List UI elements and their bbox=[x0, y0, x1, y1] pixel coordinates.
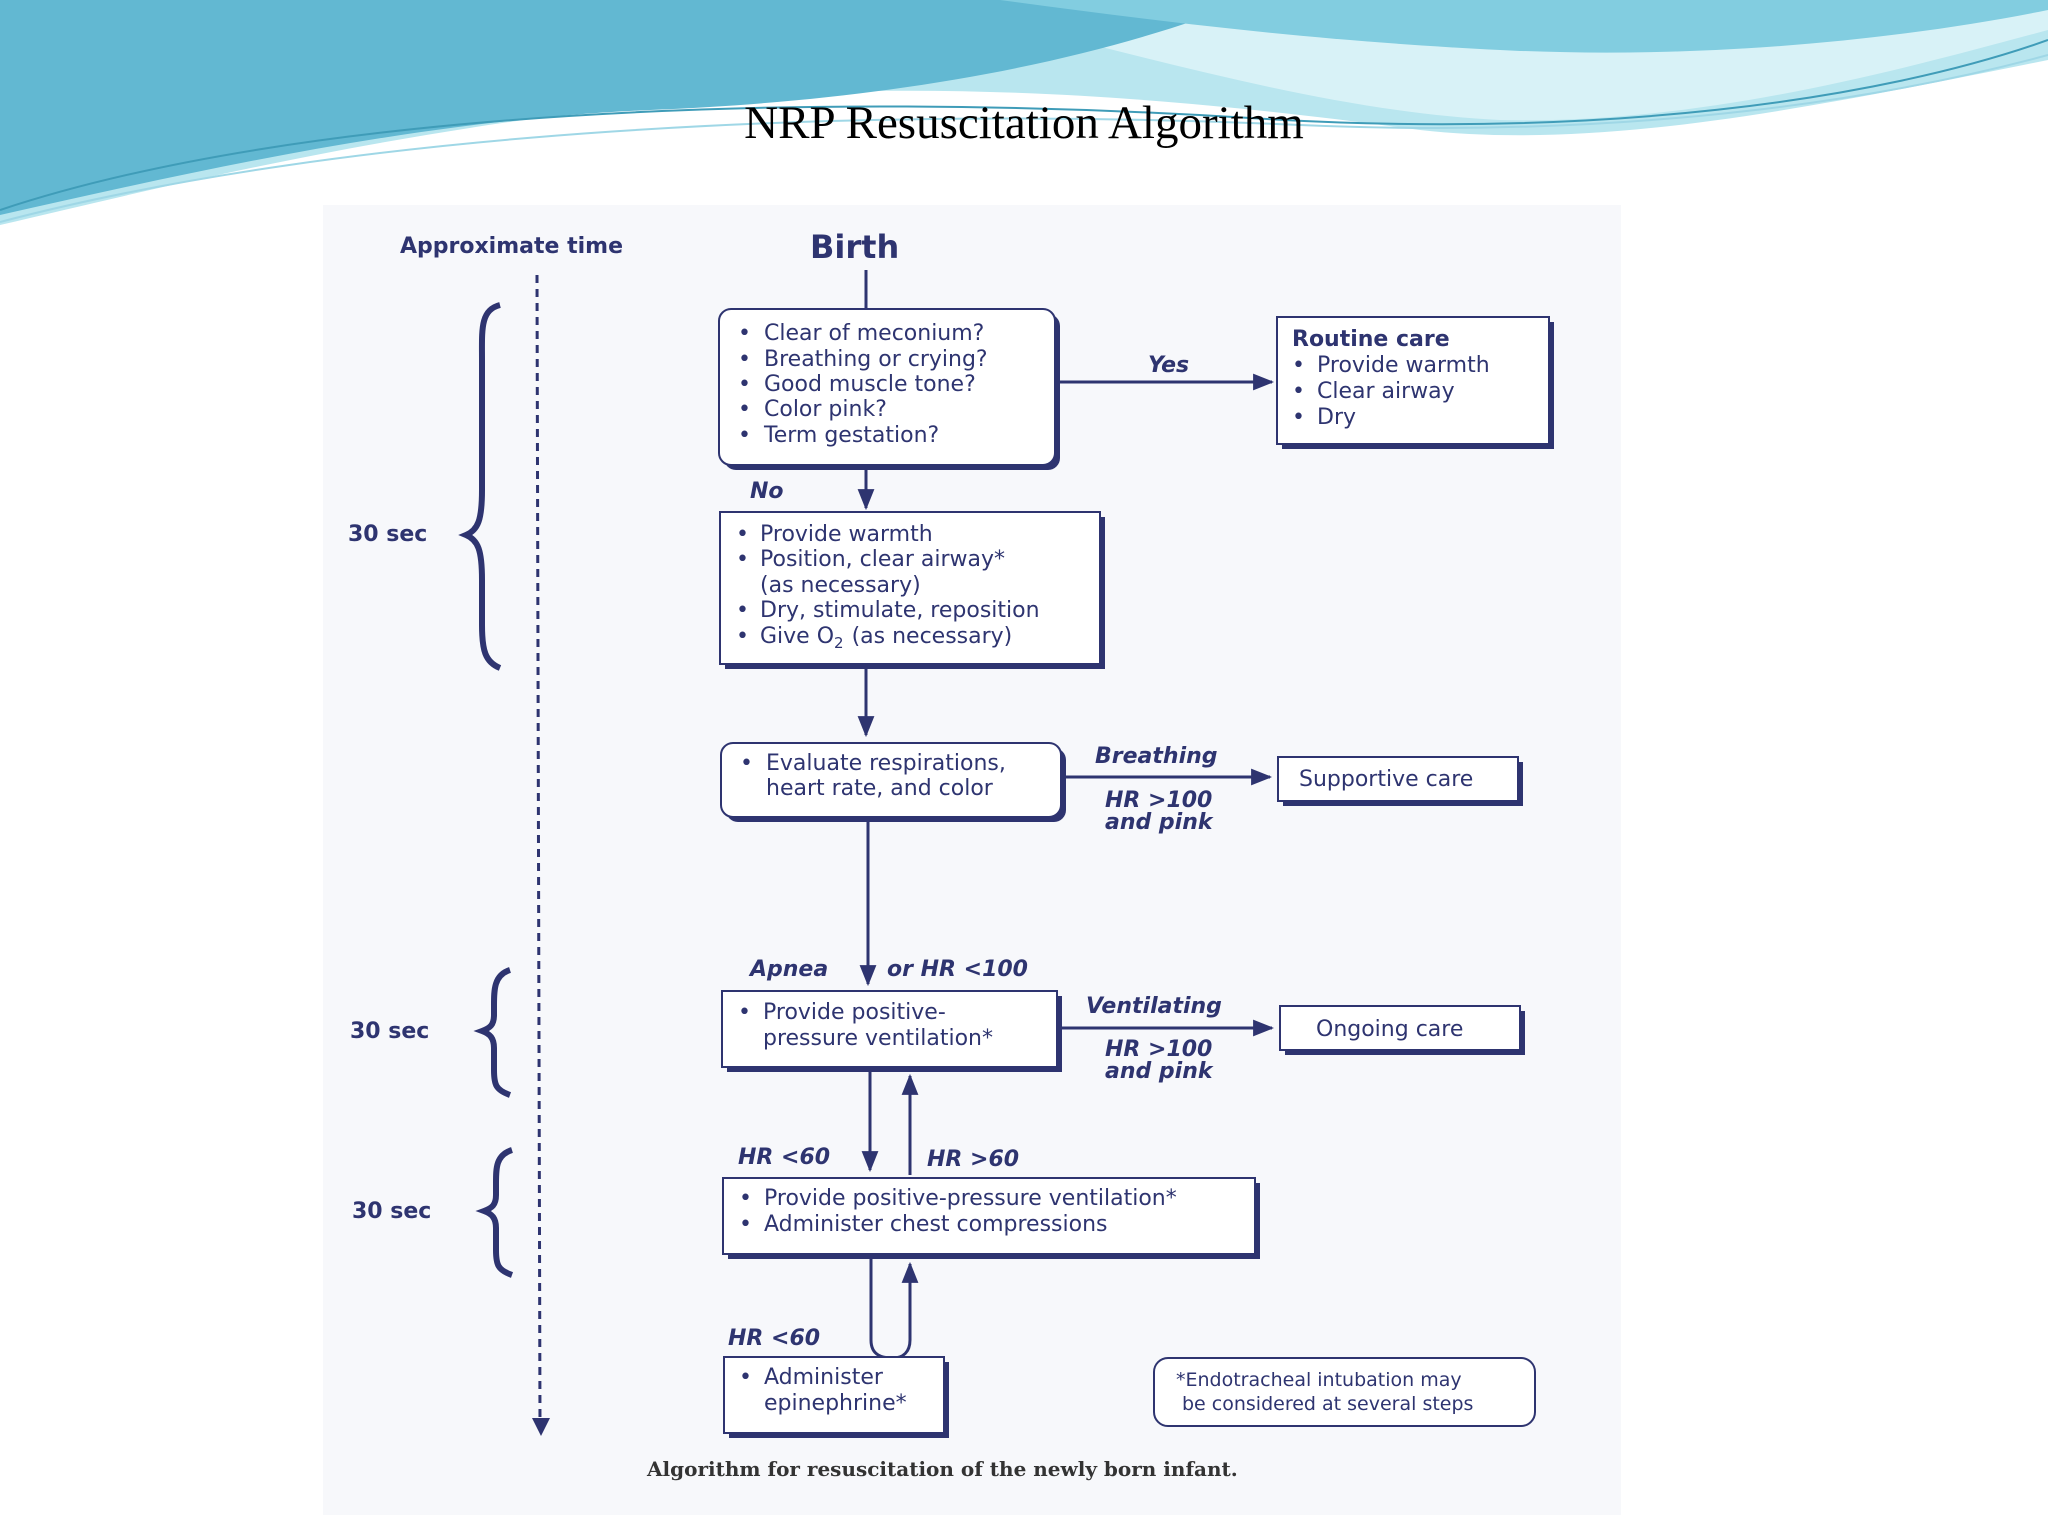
oxygen-subscript: 2 bbox=[834, 634, 844, 652]
time-bracket-2 bbox=[473, 967, 512, 1098]
time-bracket-label-3: 30 sec bbox=[352, 1199, 431, 1224]
routine-care-bullet-2: • bbox=[1292, 379, 1305, 404]
compressions-item-1: Provide positive-pressure ventilation* bbox=[764, 1186, 1177, 1211]
no-label: No bbox=[750, 479, 784, 504]
time-bracket-1 bbox=[458, 302, 502, 671]
wave-line bbox=[0, 39, 2048, 211]
supportive-care-box bbox=[1277, 756, 1519, 802]
assessment-bullet-1: • bbox=[738, 321, 751, 346]
initial-steps-bullet-3: • bbox=[736, 598, 749, 623]
assessment-bullet-4: • bbox=[738, 397, 751, 422]
ppv-box bbox=[721, 990, 1058, 1068]
oxygen-suffix: (as necessary) bbox=[852, 624, 1013, 649]
figure-caption: Algorithm for resuscitation of the newly… bbox=[646, 1457, 1238, 1481]
routine-care-bullet-3: • bbox=[1292, 405, 1305, 430]
initial-steps-bullet-1: • bbox=[736, 522, 749, 547]
epinephrine-line-1: Administer bbox=[764, 1365, 884, 1390]
hr-pink-label-line-2: and pink bbox=[1105, 810, 1214, 835]
initial-steps-item-4: Give O2 (as necessary) bbox=[760, 624, 1012, 652]
evaluate-line-2: heart rate, and color bbox=[766, 776, 994, 801]
initial-steps-item-3: Dry, stimulate, reposition bbox=[760, 598, 1040, 623]
footnote-line-1: *Endotracheal intubation may bbox=[1176, 1369, 1462, 1391]
footnote-box bbox=[1153, 1357, 1536, 1427]
assessment-bullet-5: • bbox=[738, 423, 751, 448]
compressions-item-2: Administer chest compressions bbox=[764, 1212, 1108, 1237]
ppv-line-1: Provide positive- bbox=[763, 1000, 946, 1025]
ppv-line-2: pressure ventilation* bbox=[763, 1026, 993, 1051]
apnea-label: Apnea bbox=[748, 957, 828, 982]
assessment-item-3: Good muscle tone? bbox=[764, 372, 976, 397]
initial-steps-item-2: Position, clear airway* bbox=[760, 547, 1005, 572]
hr-pink-label-line-1: HR >100 bbox=[1105, 788, 1212, 813]
loop-connector bbox=[869, 1259, 919, 1360]
compressions-bullet-1: • bbox=[739, 1186, 752, 1211]
ongoing-care-box bbox=[1279, 1005, 1521, 1051]
assessment-item-1: Clear of meconium? bbox=[764, 321, 984, 346]
assessment-box bbox=[718, 308, 1056, 466]
initial-steps-bullet-2: • bbox=[736, 547, 749, 572]
routine-care-item-2: Clear airway bbox=[1317, 379, 1455, 404]
initial-steps-bullet-4: • bbox=[736, 624, 749, 649]
initial-steps-box bbox=[719, 511, 1101, 665]
hr-lt60-label-2: HR <60 bbox=[728, 1326, 820, 1351]
start-label: Birth bbox=[810, 228, 899, 266]
routine-care-box bbox=[1276, 316, 1550, 445]
assessment-bullet-2: • bbox=[738, 347, 751, 372]
hr-lt60-label: HR <60 bbox=[738, 1145, 830, 1170]
hr-gt60-label: HR >60 bbox=[927, 1147, 1019, 1172]
time-bracket-label-1: 30 sec bbox=[348, 522, 427, 547]
compressions-bullet-2: • bbox=[739, 1212, 752, 1237]
ongoing-care-label: Ongoing care bbox=[1316, 1017, 1463, 1042]
wave-line-2 bbox=[0, 54, 2048, 223]
time-axis-arrowhead bbox=[532, 1418, 550, 1436]
compressions-box bbox=[722, 1177, 1256, 1255]
assessment-item-2: Breathing or crying? bbox=[764, 347, 988, 372]
routine-care-title: Routine care bbox=[1292, 327, 1450, 352]
initial-steps-item-2b: (as necessary) bbox=[760, 573, 921, 598]
hr-pink-label-2-line-2: and pink bbox=[1105, 1059, 1214, 1084]
evaluate-bullet: • bbox=[740, 751, 753, 776]
time-bracket-3 bbox=[475, 1147, 514, 1278]
epinephrine-line-2: epinephrine* bbox=[764, 1391, 907, 1416]
time-axis-line bbox=[535, 274, 542, 1426]
routine-care-item-3: Dry bbox=[1317, 405, 1356, 430]
epinephrine-bullet: • bbox=[739, 1365, 752, 1390]
evaluate-box bbox=[720, 742, 1062, 818]
ppv-bullet: • bbox=[738, 1000, 751, 1025]
breathing-label: Breathing bbox=[1095, 744, 1218, 769]
wave-top-right bbox=[1000, 0, 2048, 53]
hr-pink-label-2-line-1: HR >100 bbox=[1105, 1037, 1212, 1062]
routine-care-item-1: Provide warmth bbox=[1317, 353, 1490, 378]
ventilating-label: Ventilating bbox=[1086, 994, 1222, 1019]
routine-care-bullet-1: • bbox=[1292, 353, 1305, 378]
evaluate-line-1: Evaluate respirations, bbox=[766, 751, 1006, 776]
slide-title: NRP Resuscitation Algorithm bbox=[744, 97, 1304, 149]
wave-main bbox=[0, 0, 1250, 215]
supportive-care-label: Supportive care bbox=[1299, 767, 1473, 792]
assessment-item-4: Color pink? bbox=[764, 397, 887, 422]
time-axis-label: Approximate time bbox=[400, 234, 623, 259]
oxygen-text: Give O bbox=[760, 624, 834, 649]
assessment-item-5: Term gestation? bbox=[763, 423, 939, 448]
yes-label: Yes bbox=[1148, 353, 1189, 378]
initial-steps-item-1: Provide warmth bbox=[760, 522, 933, 547]
epinephrine-box bbox=[723, 1356, 945, 1434]
assessment-bullet-3: • bbox=[738, 372, 751, 397]
footnote-line-2: be considered at several steps bbox=[1182, 1393, 1473, 1415]
or-hr-label: or HR <100 bbox=[887, 957, 1028, 982]
time-bracket-label-2: 30 sec bbox=[350, 1019, 429, 1044]
